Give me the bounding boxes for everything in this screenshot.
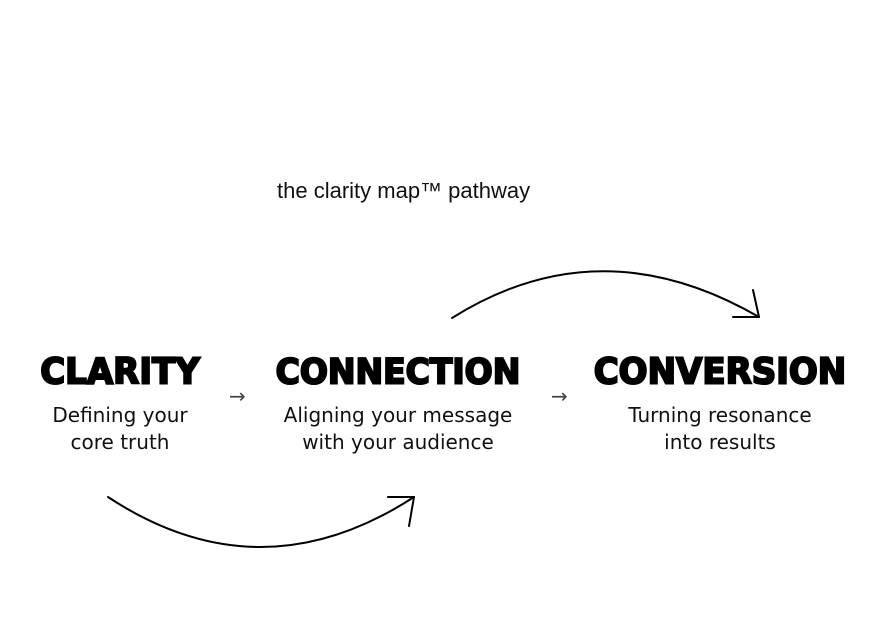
stage-description: Turning resonance into results <box>592 402 848 456</box>
curved-arrow-top-icon <box>451 270 760 319</box>
diagram-title: the clarity map™ pathway <box>277 178 531 203</box>
arrow-right-icon: → <box>229 384 246 408</box>
stage-heading: CLARITY <box>39 350 201 394</box>
stage-conversion: CONVERSION Turning resonance into result… <box>592 350 848 456</box>
stage-description-line: with your audience <box>302 430 494 454</box>
stage-clarity: CLARITY Defining your core truth <box>22 350 218 456</box>
stage-description-line: Aligning your message <box>283 403 513 427</box>
stage-description-line: core truth <box>70 430 170 454</box>
stage-description: Aligning your message with your audience <box>266 402 530 456</box>
stage-connection: CONNECTION Aligning your message with yo… <box>266 350 530 456</box>
stage-heading: CONNECTION <box>275 350 522 393</box>
stage-description-line: into results <box>664 430 776 454</box>
stage-description-line: Turning resonance <box>628 403 812 427</box>
curved-arrow-bottom-icon <box>107 496 415 548</box>
arrow-right-icon: → <box>551 384 568 408</box>
stage-description: Defining your core truth <box>22 402 218 456</box>
stage-heading: CONVERSION <box>593 350 848 394</box>
stage-description-line: Defining your <box>52 403 188 427</box>
